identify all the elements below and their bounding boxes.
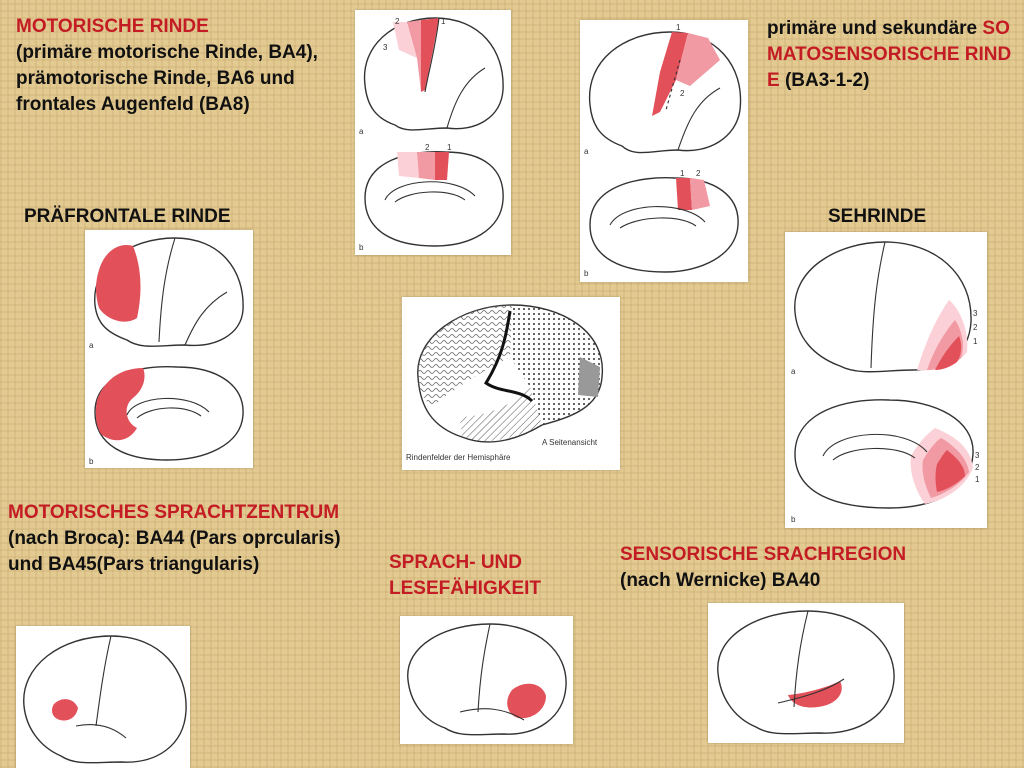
reading-label: SPRACH- UND LESEFÄHIGKEIT — [389, 552, 542, 599]
svg-text:A Seitenansicht: A Seitenansicht — [542, 438, 598, 447]
svg-text:b: b — [584, 269, 589, 278]
svg-text:2: 2 — [975, 463, 980, 472]
broca-title: MOTORISCHES SPRACHTZENTRUM — [8, 502, 340, 523]
svg-text:1: 1 — [973, 337, 978, 346]
broca-description: (nach Broca): BA44 (Pars oprcularis) und… — [8, 528, 341, 575]
motor-cortex-description: (primäre motorische Rinde, BA4), prämoto… — [16, 42, 318, 115]
svg-text:1: 1 — [447, 143, 452, 152]
wernicke-label: SENSORISCHE SRACHREGION (nach Wernicke) … — [620, 542, 1000, 594]
svg-text:3: 3 — [975, 451, 980, 460]
svg-text:1: 1 — [441, 17, 446, 26]
svg-text:2: 2 — [680, 89, 685, 98]
wernicke-description: (nach Wernicke) BA40 — [620, 570, 821, 591]
reading-diagram — [400, 616, 573, 744]
svg-text:2: 2 — [395, 17, 400, 26]
somatosensory-label: primäre und sekundäre SOMATOSENSORISCHE … — [767, 16, 1012, 94]
svg-text:1: 1 — [676, 23, 681, 32]
lateral-brain-map: A Seitenansicht Rindenfelder der Hemisph… — [402, 297, 620, 470]
somatosensory-diagram: 1 2 a 1 2 b — [580, 20, 748, 282]
broca-label: MOTORISCHES SPRACHTZENTRUM (nach Broca):… — [8, 500, 373, 578]
svg-text:a: a — [359, 127, 364, 136]
somatosensory-suffix: (BA3-1-2) — [779, 70, 870, 91]
somatosensory-prefix: primäre und sekundäre — [767, 18, 983, 39]
svg-text:b: b — [89, 457, 94, 466]
somatosensory-title: SOMATOSENSORISCHE RINDE — [767, 18, 1012, 91]
prefrontal-diagram: a b — [85, 230, 253, 468]
svg-text:Rindenfelder der Hemisphäre: Rindenfelder der Hemisphäre — [406, 453, 511, 462]
svg-text:a: a — [584, 147, 589, 156]
svg-text:2: 2 — [425, 143, 430, 152]
svg-text:3: 3 — [973, 309, 978, 318]
svg-text:1: 1 — [680, 169, 685, 178]
motor-cortex-diagram: 2 1 3 a 2 1 b — [355, 10, 511, 255]
svg-text:b: b — [791, 515, 796, 524]
wernicke-title: SENSORISCHE SRACHREGION — [620, 544, 907, 565]
svg-text:3: 3 — [383, 43, 388, 52]
svg-text:1: 1 — [975, 475, 980, 484]
wernicke-diagram — [708, 603, 904, 743]
svg-text:2: 2 — [973, 323, 978, 332]
prefrontal-label: PRÄFRONTALE RINDE — [24, 206, 231, 227]
svg-text:b: b — [359, 243, 364, 252]
visual-cortex-diagram: 3 2 1 a 3 2 1 b — [785, 232, 987, 528]
motor-cortex-label: MOTORISCHE RINDE (primäre motorische Rin… — [16, 14, 361, 118]
svg-text:a: a — [89, 341, 94, 350]
motor-cortex-title: MOTORISCHE RINDE — [16, 16, 209, 37]
svg-text:a: a — [791, 367, 796, 376]
svg-text:2: 2 — [696, 169, 701, 178]
broca-diagram — [16, 626, 190, 768]
